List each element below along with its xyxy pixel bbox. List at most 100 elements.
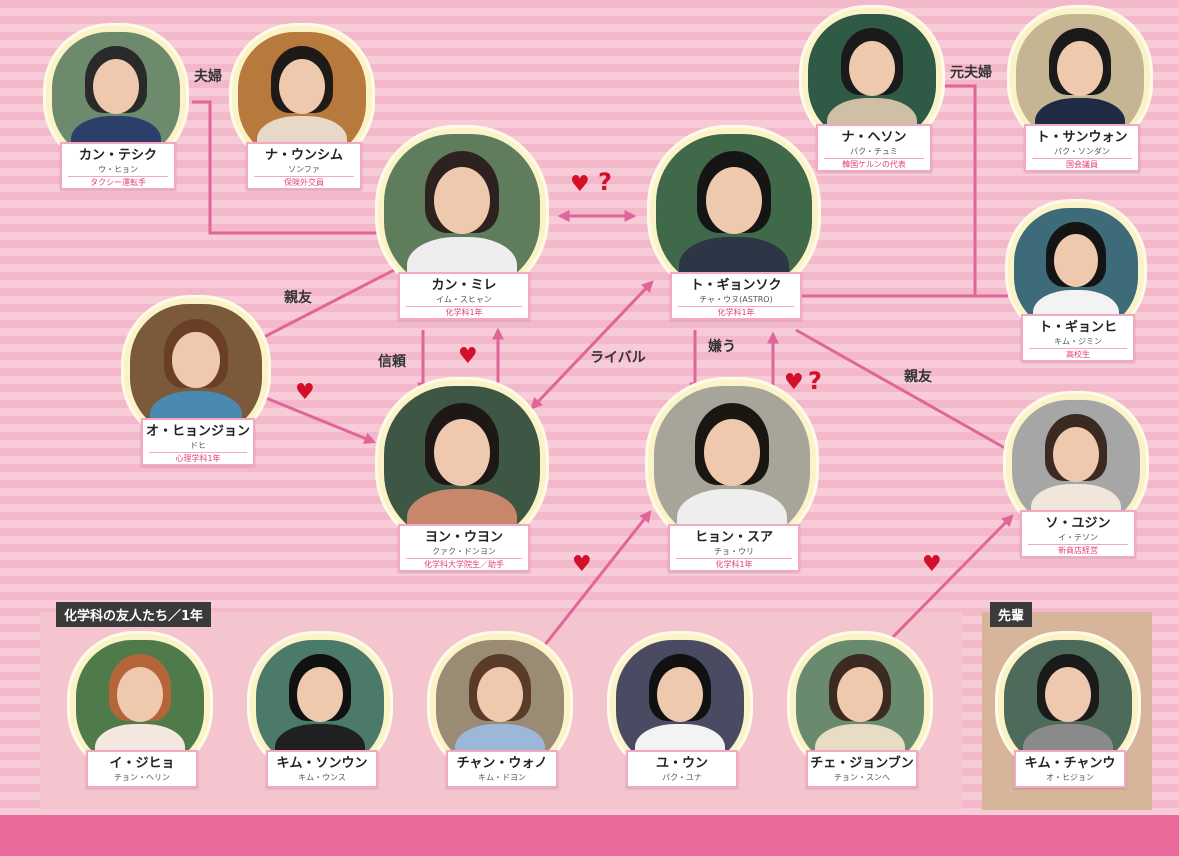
ex-couple-label: 元夫婦	[950, 65, 992, 81]
actor-name: キム・ジミン	[1054, 337, 1102, 346]
character-name: チェ・ジョンブン	[810, 756, 914, 771]
portrait-photo	[654, 386, 810, 542]
actor-name: ドヒ	[190, 441, 206, 450]
character-role: 国会議員	[1032, 158, 1132, 170]
portrait-photo	[130, 304, 262, 436]
name-card: カン・ミレイム・スヒャン化学科1年	[398, 272, 530, 320]
character-name: キム・チャンウ	[1024, 756, 1116, 771]
name-card: ユ・ウンパク・ユナ	[626, 750, 738, 788]
name-card: ナ・ヘソンパク・チュミ韓国ケルンの代表	[816, 124, 932, 172]
portrait-photo	[384, 386, 540, 542]
couple-label: 夫婦	[194, 69, 222, 85]
best-friend-label-right: 親友	[904, 369, 932, 385]
name-card: キム・ソンウンキム・ウンス	[266, 750, 378, 788]
portrait-photo	[238, 32, 366, 160]
portrait-photo	[1016, 14, 1144, 142]
name-card: ト・ギョンソクチャ・ウヌ(ASTRO) 化学科1年	[670, 272, 802, 320]
best-friend-label-left: 親友	[284, 290, 312, 306]
portrait-photo	[808, 14, 936, 142]
character-role: タクシー運転手	[68, 176, 168, 188]
name-card: チャン・ウォノキム・ドヨン	[446, 750, 558, 788]
portrait-photo	[616, 640, 744, 768]
character-name: ト・ギョンソク	[690, 278, 782, 293]
character-role: 化学科1年	[406, 306, 522, 318]
character-name: ト・ギョンヒ	[1038, 320, 1117, 335]
actor-name: イ・テソン	[1058, 533, 1098, 542]
character-role: 保険外交員	[254, 176, 354, 188]
character-name: ヒョン・スア	[694, 530, 773, 545]
portrait-photo	[656, 134, 812, 290]
character-role: 化学科大学院生／助手	[406, 558, 522, 570]
question-icon: ?	[598, 168, 612, 196]
character-name: ヨン・ウヨン	[424, 530, 503, 545]
actor-name: チョン・ヘリン	[114, 773, 170, 782]
character-role: 新商店経営	[1028, 544, 1128, 556]
name-card: チェ・ジョンブンチョン・スンへ	[806, 750, 918, 788]
uyon-kyongsok-rival-arrow	[530, 280, 654, 410]
name-card: オ・ヒョンジョンドヒ心理学科1年	[141, 418, 255, 466]
portrait-photo	[256, 640, 384, 768]
character-role: 韓国ケルンの代表	[824, 158, 924, 170]
actor-name: パク・チュミ	[850, 147, 898, 156]
couple-line	[192, 100, 380, 235]
portrait-photo	[796, 640, 924, 768]
name-card: ソ・ユジンイ・テソン新商店経営	[1020, 510, 1136, 558]
actor-name: クァク・ドンヨン	[432, 547, 496, 556]
heart-icon: ♥	[570, 172, 590, 197]
hyonjong-mire-best-friend-line	[261, 266, 399, 340]
portrait-photo	[1014, 208, 1138, 332]
name-card: イ・ジヒョチョン・ヘリン	[86, 750, 198, 788]
name-card: ナ・ウンシムソンファ保険外交員	[246, 142, 362, 190]
ex-couple-line	[930, 84, 1008, 298]
character-name: チャン・ウォノ	[456, 756, 548, 771]
portrait-photo	[1004, 640, 1132, 768]
portrait-photo	[52, 32, 180, 160]
name-card: ヒョン・スアチョ・ウリ化学科1年	[668, 524, 800, 572]
actor-name: パク・ソンダン	[1054, 147, 1110, 156]
actor-name: チョン・スンへ	[834, 773, 890, 782]
actor-name: パク・ユナ	[662, 773, 702, 782]
heart-icon: ♥	[572, 552, 592, 577]
actor-name: チャ・ウヌ(ASTRO)	[699, 295, 773, 304]
character-role: 化学科1年	[676, 558, 792, 570]
actor-name: チョ・ウリ	[714, 547, 754, 556]
name-card: キム・チャンウオ・ヒジョン	[1014, 750, 1126, 788]
portrait-photo	[76, 640, 204, 768]
character-name: ユ・ウン	[655, 756, 708, 771]
character-role: 心理学科1年	[149, 452, 247, 464]
character-name: イ・ジヒョ	[109, 756, 175, 771]
character-name: オ・ヒョンジョン	[145, 424, 250, 439]
portrait-photo	[384, 134, 540, 290]
name-card: ト・ギョンヒキム・ジミン高校生	[1021, 314, 1135, 362]
character-name: ナ・ウンシム	[264, 148, 343, 163]
bottom-band	[0, 815, 1179, 856]
jongbun-yujin-love-arrow	[886, 514, 1014, 644]
character-role: 化学科1年	[678, 306, 794, 318]
kyongsok-yujin-best-friend-line	[795, 328, 1013, 454]
portrait-photo	[436, 640, 564, 768]
heart-icon: ♥	[458, 344, 478, 369]
trust-label: 信頼	[378, 354, 406, 370]
heart-icon: ♥	[922, 552, 942, 577]
senior-group-label: 先輩	[990, 602, 1033, 627]
actor-name: オ・ヒジョン	[1046, 773, 1094, 782]
actor-name: キム・ドヨン	[478, 773, 526, 782]
actor-name: イム・スヒャン	[436, 295, 492, 304]
character-name: ソ・ユジン	[1045, 516, 1111, 531]
actor-name: キム・ウンス	[298, 773, 346, 782]
actor-name: ウ・ヒョン	[98, 165, 138, 174]
chanuo-sua-love-arrow	[542, 510, 652, 647]
portrait-photo	[1012, 400, 1140, 528]
question-icon: ?	[808, 367, 822, 395]
character-role: 高校生	[1029, 348, 1127, 360]
character-name: カン・ミレ	[431, 278, 497, 293]
character-name: ナ・ヘソン	[841, 130, 907, 145]
character-name: キム・ソンウン	[276, 756, 368, 771]
character-name: カン・テシク	[78, 148, 157, 163]
name-card: ヨン・ウヨンクァク・ドンヨン化学科大学院生／助手	[398, 524, 530, 572]
friends-group-label: 化学科の友人たち／1年	[56, 602, 212, 627]
rival-label: ライバル	[590, 350, 646, 366]
actor-name: ソンファ	[288, 165, 320, 174]
